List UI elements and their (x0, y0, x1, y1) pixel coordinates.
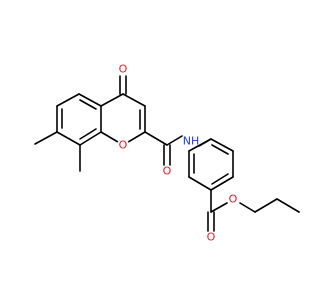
amide-nh-label: NH (183, 135, 200, 148)
ketone-oxygen-label: O (119, 63, 128, 76)
bond (211, 144, 229, 155)
molecule-canvas: O O NH O O O (34, 63, 300, 244)
bond (239, 202, 256, 213)
molecule-structure: O O NH O O O (34, 63, 300, 244)
bond (144, 131, 168, 146)
bond (34, 131, 58, 145)
bond (211, 173, 229, 185)
bond (79, 131, 102, 146)
bond (100, 93, 124, 107)
bond (166, 135, 183, 146)
bond (79, 128, 97, 140)
benzo-ring (56, 93, 102, 146)
methyl-groups (34, 131, 81, 172)
bond (78, 93, 102, 107)
bond (210, 138, 234, 152)
ester-carbonyl-oxygen-label: O (207, 231, 216, 244)
ester-oxygen-label: O (229, 193, 238, 206)
bond (210, 202, 228, 213)
bond (254, 198, 278, 213)
atom-labels: O O NH O O O (117, 63, 238, 244)
bond (56, 93, 80, 107)
bond (210, 176, 234, 191)
bond (188, 138, 212, 152)
ring-oxygen-label: O (119, 139, 128, 152)
amide-linker (144, 131, 212, 166)
bond (188, 176, 212, 191)
bond (276, 198, 300, 213)
bond (122, 93, 146, 107)
pyranone-ring (100, 75, 146, 146)
amide-oxygen-label: O (163, 165, 172, 178)
bond (56, 131, 81, 146)
ring-oxygen-bg (117, 139, 129, 151)
butyl-ester (207, 189, 300, 232)
phenyl-ring (188, 138, 234, 191)
bond (79, 99, 97, 110)
